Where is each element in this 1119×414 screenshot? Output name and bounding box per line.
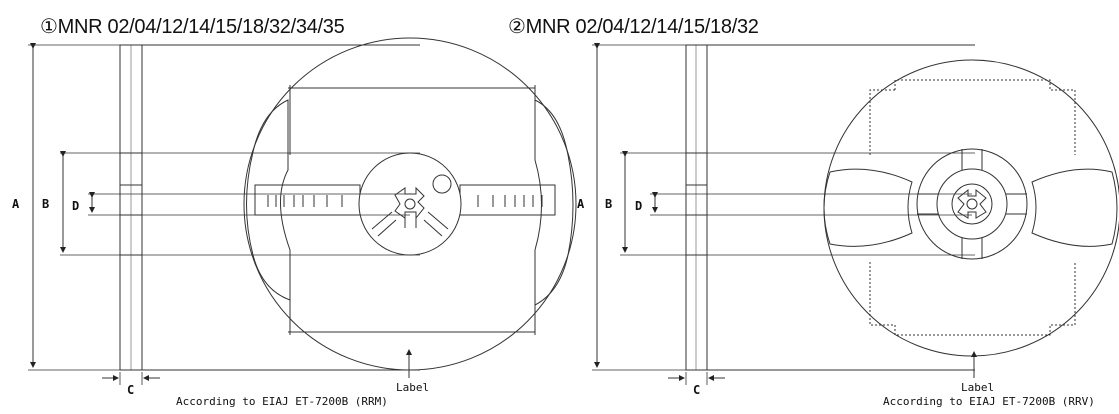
diagram-2-caption: According to EIAJ ET-7200B (RRV) bbox=[883, 395, 1095, 408]
diagram-1-face-view bbox=[142, 38, 576, 370]
diagram-2-reel bbox=[592, 45, 1119, 385]
diagram-1-label: Label bbox=[396, 381, 429, 394]
diagram-2-face-view bbox=[707, 45, 1119, 370]
diagram-2-dim-c: C bbox=[693, 383, 700, 397]
diagram-2-label: Label bbox=[961, 381, 994, 394]
diagram-2-side-view bbox=[686, 45, 707, 370]
diagram-1-side-view bbox=[120, 45, 142, 370]
diagram-2-dim-d: D bbox=[635, 199, 642, 213]
diagram-1-caption: According to EIAJ ET-7200B (RRM) bbox=[176, 395, 388, 408]
diagram-1-reel bbox=[28, 38, 576, 385]
diagram-1-dim-c: C bbox=[127, 383, 134, 397]
diagram-1-dim-d: D bbox=[72, 199, 79, 213]
diagram-1-dim-a: A bbox=[12, 197, 20, 211]
diagram-2-dim-b: B bbox=[605, 197, 612, 211]
diagram-2-dim-a: A bbox=[577, 197, 585, 211]
diagram-1-dim-b: B bbox=[42, 197, 49, 211]
